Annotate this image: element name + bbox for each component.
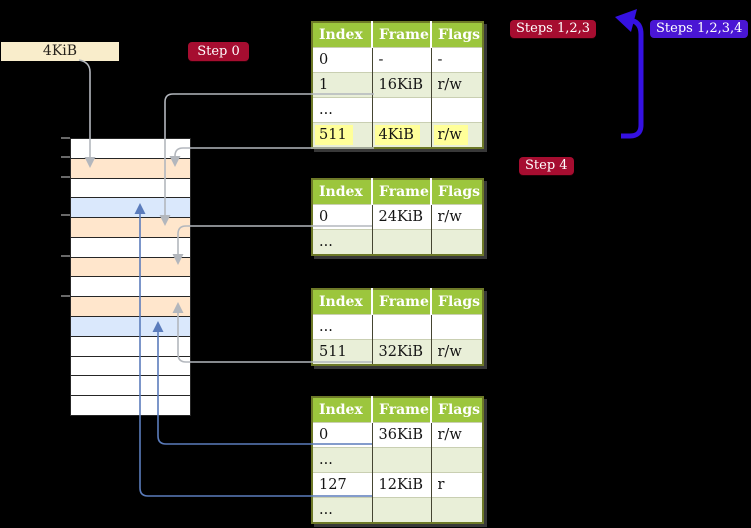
column-header: Flags: [430, 289, 483, 315]
table-cell: [371, 497, 431, 523]
table-cell: [430, 97, 483, 123]
memory-row: [71, 317, 190, 337]
table-cell: 0: [312, 422, 372, 448]
address-tick-marks: [61, 137, 70, 297]
table-cell: [371, 229, 431, 255]
table-header-row: Index Frame Flags: [312, 289, 483, 315]
memory-row: [71, 396, 190, 415]
memory-row: [71, 218, 190, 238]
table-cell: 511: [312, 122, 372, 148]
table-cell: 511: [312, 339, 372, 365]
memory-row: [71, 376, 190, 397]
table-row: ...: [312, 314, 483, 340]
table-row-recursive-entry: 511 4KiB r/w: [312, 122, 483, 148]
table-header-row: Index Frame Flags: [312, 179, 483, 205]
table-cell: r: [430, 472, 483, 498]
step-4-badge: Step 4: [519, 157, 574, 175]
memory-row: [71, 158, 190, 179]
column-header: Index: [312, 289, 372, 315]
steps-1234-badge: Steps 1,2,3,4: [650, 20, 749, 38]
table-cell: [430, 314, 483, 340]
table-row: ...: [312, 447, 483, 473]
highlighted-value: 4KiB: [374, 125, 420, 145]
table-cell: r/w: [430, 339, 483, 365]
big-blue-arrowhead-icon: [615, 9, 637, 32]
table-cell: 16KiB: [371, 72, 431, 98]
level-4-page-table: Index Frame Flags 0 - - 1 16KiB r/w ... …: [311, 21, 484, 149]
column-header: Index: [312, 179, 372, 205]
table-cell: -: [371, 47, 431, 73]
memory-row: [71, 277, 190, 298]
table-cell: 24KiB: [371, 204, 431, 230]
highlighted-value: r/w: [433, 125, 468, 145]
memory-row: [71, 336, 190, 357]
memory-row: [71, 257, 190, 278]
table-row: ...: [312, 97, 483, 123]
translation-loop-arrow: [615, 9, 644, 139]
table-cell: ...: [312, 97, 372, 123]
cr3-value-box: 4KiB: [1, 42, 119, 61]
level-1-page-table: Index Frame Flags 0 36KiB r/w ... 127 12…: [311, 396, 484, 524]
table-cell: ...: [312, 229, 372, 255]
table-cell: ...: [312, 314, 372, 340]
table-cell: 0: [312, 204, 372, 230]
table-cell: [371, 447, 431, 473]
physical-memory-column: [70, 138, 191, 416]
column-header: Flags: [430, 397, 483, 423]
column-header: Frame: [371, 22, 431, 48]
column-header: Index: [312, 397, 372, 423]
table-cell: r/w: [430, 204, 483, 230]
table-cell: r/w: [430, 122, 483, 148]
table-row: ...: [312, 497, 483, 523]
table-cell: r/w: [430, 422, 483, 448]
table-cell: [371, 97, 431, 123]
table-cell: -: [430, 47, 483, 73]
table-header-row: Index Frame Flags: [312, 22, 483, 48]
memory-row: [71, 297, 190, 318]
step-0-badge: Step 0: [188, 42, 249, 61]
table-cell: 36KiB: [371, 422, 431, 448]
column-header: Frame: [371, 397, 431, 423]
table-cell: 0: [312, 47, 372, 73]
memory-row: [71, 356, 190, 377]
table-row: 0 - -: [312, 47, 483, 73]
column-header: Flags: [430, 22, 483, 48]
table-cell: ...: [312, 447, 372, 473]
table-cell: 12KiB: [371, 472, 431, 498]
table-cell: [430, 229, 483, 255]
table-cell: 32KiB: [371, 339, 431, 365]
column-header: Flags: [430, 179, 483, 205]
memory-row: [71, 178, 190, 199]
column-header: Index: [312, 22, 372, 48]
memory-row: [71, 237, 190, 258]
table-cell: ...: [312, 497, 372, 523]
table-cell: 1: [312, 72, 372, 98]
table-row: ...: [312, 229, 483, 255]
table-row: 1 16KiB r/w: [312, 72, 483, 98]
table-cell: 127: [312, 472, 372, 498]
column-header: Frame: [371, 289, 431, 315]
table-row: 0 36KiB r/w: [312, 422, 483, 448]
highlighted-value: 511: [315, 125, 353, 145]
big-blue-arrow-shaft: [621, 17, 644, 139]
memory-row: [71, 139, 190, 159]
table-cell: [430, 497, 483, 523]
table-header-row: Index Frame Flags: [312, 397, 483, 423]
table-cell: [371, 314, 431, 340]
table-row: 511 32KiB r/w: [312, 339, 483, 365]
table-cell: [430, 447, 483, 473]
table-row: 127 12KiB r: [312, 472, 483, 498]
memory-row: [71, 198, 190, 219]
table-cell: 4KiB: [371, 122, 431, 148]
table-row: 0 24KiB r/w: [312, 204, 483, 230]
table-cell: r/w: [430, 72, 483, 98]
steps-123-badge: Steps 1,2,3: [510, 20, 597, 38]
arrow-l4entry511-to-l4-frame: [174, 147, 374, 158]
level-2-page-table: Index Frame Flags ... 511 32KiB r/w: [311, 288, 484, 366]
level-3-page-table: Index Frame Flags 0 24KiB r/w ...: [311, 178, 484, 256]
column-header: Frame: [371, 179, 431, 205]
